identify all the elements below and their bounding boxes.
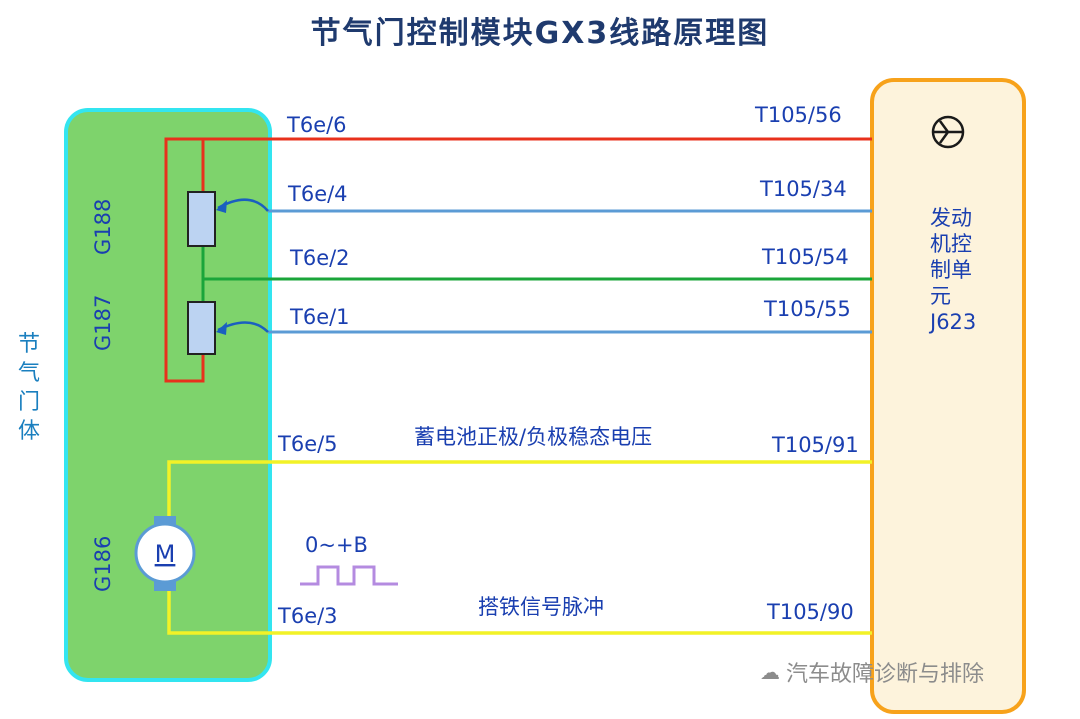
pin-t105-55: T105/55 bbox=[764, 297, 851, 321]
pin-t6e6: T6e/6 bbox=[287, 113, 347, 137]
pin-t6e1: T6e/1 bbox=[290, 305, 350, 329]
ecu-box bbox=[870, 78, 1026, 714]
pin-t105-90: T105/90 bbox=[767, 600, 854, 624]
pin-t6e5: T6e/5 bbox=[278, 432, 338, 456]
pin-t105-54: T105/54 bbox=[762, 245, 849, 269]
g188-arrow-head bbox=[216, 200, 227, 213]
pin-t6e4: T6e/4 bbox=[288, 182, 348, 206]
caption-ground-pulse: 搭铁信号脉冲 bbox=[478, 595, 604, 619]
pin-t105-91: T105/91 bbox=[772, 433, 859, 457]
label-g187: G187 bbox=[91, 294, 115, 351]
pin-t105-34: T105/34 bbox=[760, 177, 847, 201]
motor-circle bbox=[134, 522, 196, 584]
wechat-icon: ☁ bbox=[760, 660, 780, 684]
pin-t105-56: T105/56 bbox=[755, 103, 842, 127]
caption-battery-voltage: 蓄电池正极/负极稳态电压 bbox=[414, 425, 653, 449]
throttle-body-label: 节 气 门 体 bbox=[17, 332, 40, 444]
label-g186: G186 bbox=[91, 535, 115, 592]
g187-arrow-head bbox=[216, 322, 227, 335]
pin-t6e3: T6e/3 bbox=[278, 604, 338, 628]
wire-red-loop bbox=[164, 137, 205, 383]
wire-yellow-t6e3 bbox=[167, 588, 872, 635]
caption-pulse-range: 0~+B bbox=[305, 533, 368, 557]
pin-t6e2: T6e/2 bbox=[290, 246, 350, 270]
pwm-waveform bbox=[300, 565, 398, 586]
label-g188: G188 bbox=[91, 198, 115, 255]
motor-symbol: M bbox=[155, 540, 176, 568]
throttle-body-box bbox=[64, 108, 272, 682]
wire-yellow-t6e5 bbox=[167, 460, 872, 520]
ecu-label: 发动 机控 制单 元 J623 bbox=[930, 206, 977, 334]
g188-resistor bbox=[187, 191, 216, 247]
watermark: ☁ 汽车故障诊断与排除 bbox=[760, 660, 985, 687]
g187-resistor bbox=[187, 301, 216, 355]
diagram-title: 节气门控制模块GX3线路原理图 bbox=[310, 16, 770, 51]
